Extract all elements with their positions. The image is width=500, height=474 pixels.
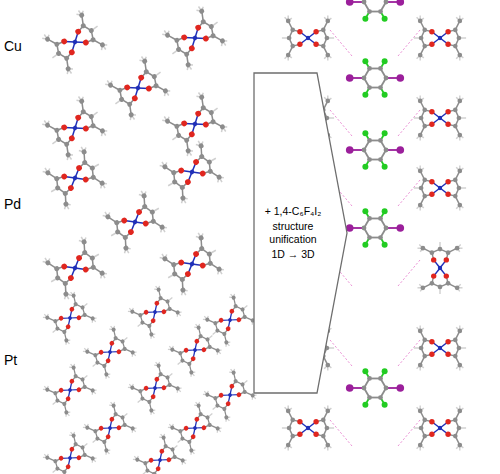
metal-complex — [80, 323, 140, 382]
metal-complex — [40, 361, 100, 420]
diiodotetrafluorobenzene — [346, 208, 404, 247]
metal-complex — [414, 96, 466, 141]
metal-label: Pd — [4, 196, 21, 212]
metal-complex — [414, 15, 466, 60]
metal-complex — [165, 321, 225, 380]
metal-complex — [40, 289, 100, 348]
diiodotetrafluorobenzene — [346, 58, 404, 97]
halogen-bond — [398, 420, 420, 446]
metal-complex — [102, 53, 174, 124]
halogen-bond — [330, 340, 352, 366]
metal-complex — [159, 89, 231, 160]
metal-complex — [125, 359, 185, 418]
diiodotetrafluorobenzene — [346, 368, 404, 407]
halogen-bond — [330, 420, 352, 446]
metal-complex — [156, 138, 227, 207]
metal-complex — [125, 283, 185, 342]
metal-complex — [414, 166, 466, 211]
metal-complex — [414, 406, 466, 451]
metal-complex — [156, 230, 227, 299]
metal-complex — [80, 399, 140, 458]
metal-complex — [39, 7, 111, 78]
halogen-bond — [398, 110, 420, 136]
metal-complex — [414, 326, 466, 371]
metal-complex — [39, 234, 110, 303]
metal-complex — [200, 291, 260, 350]
halogen-bond — [398, 260, 420, 286]
metal-complex — [282, 406, 334, 451]
metal-complex — [130, 431, 190, 474]
halogen-bond — [330, 30, 352, 56]
diiodotetrafluorobenzene — [346, 130, 404, 169]
metal-complex — [200, 366, 260, 425]
metal-complex — [159, 3, 231, 74]
metal-complex — [282, 15, 334, 60]
metal-label: Cu — [4, 38, 22, 54]
metal-complex — [418, 242, 463, 294]
diiodotetrafluorobenzene — [346, 0, 404, 22]
arrow-text: structure unification — [256, 220, 330, 246]
metal-complex — [39, 144, 110, 213]
process-arrow: + 1,4-C₆F₄I₂ structure unification 1D → 3D — [253, 72, 349, 394]
metal-complex — [39, 93, 111, 164]
metal-complex — [165, 399, 225, 458]
halogen-bond — [330, 110, 352, 136]
metal-complex — [40, 429, 100, 474]
arrow-text: + 1,4-C₆F₄I₂ — [256, 205, 330, 218]
metal-complex — [99, 188, 170, 257]
halogen-bond — [398, 30, 420, 56]
halogen-bond — [398, 180, 420, 206]
halogen-bond — [398, 340, 420, 366]
arrow-text: 1D → 3D — [256, 248, 330, 261]
metal-label: Pt — [4, 352, 17, 368]
